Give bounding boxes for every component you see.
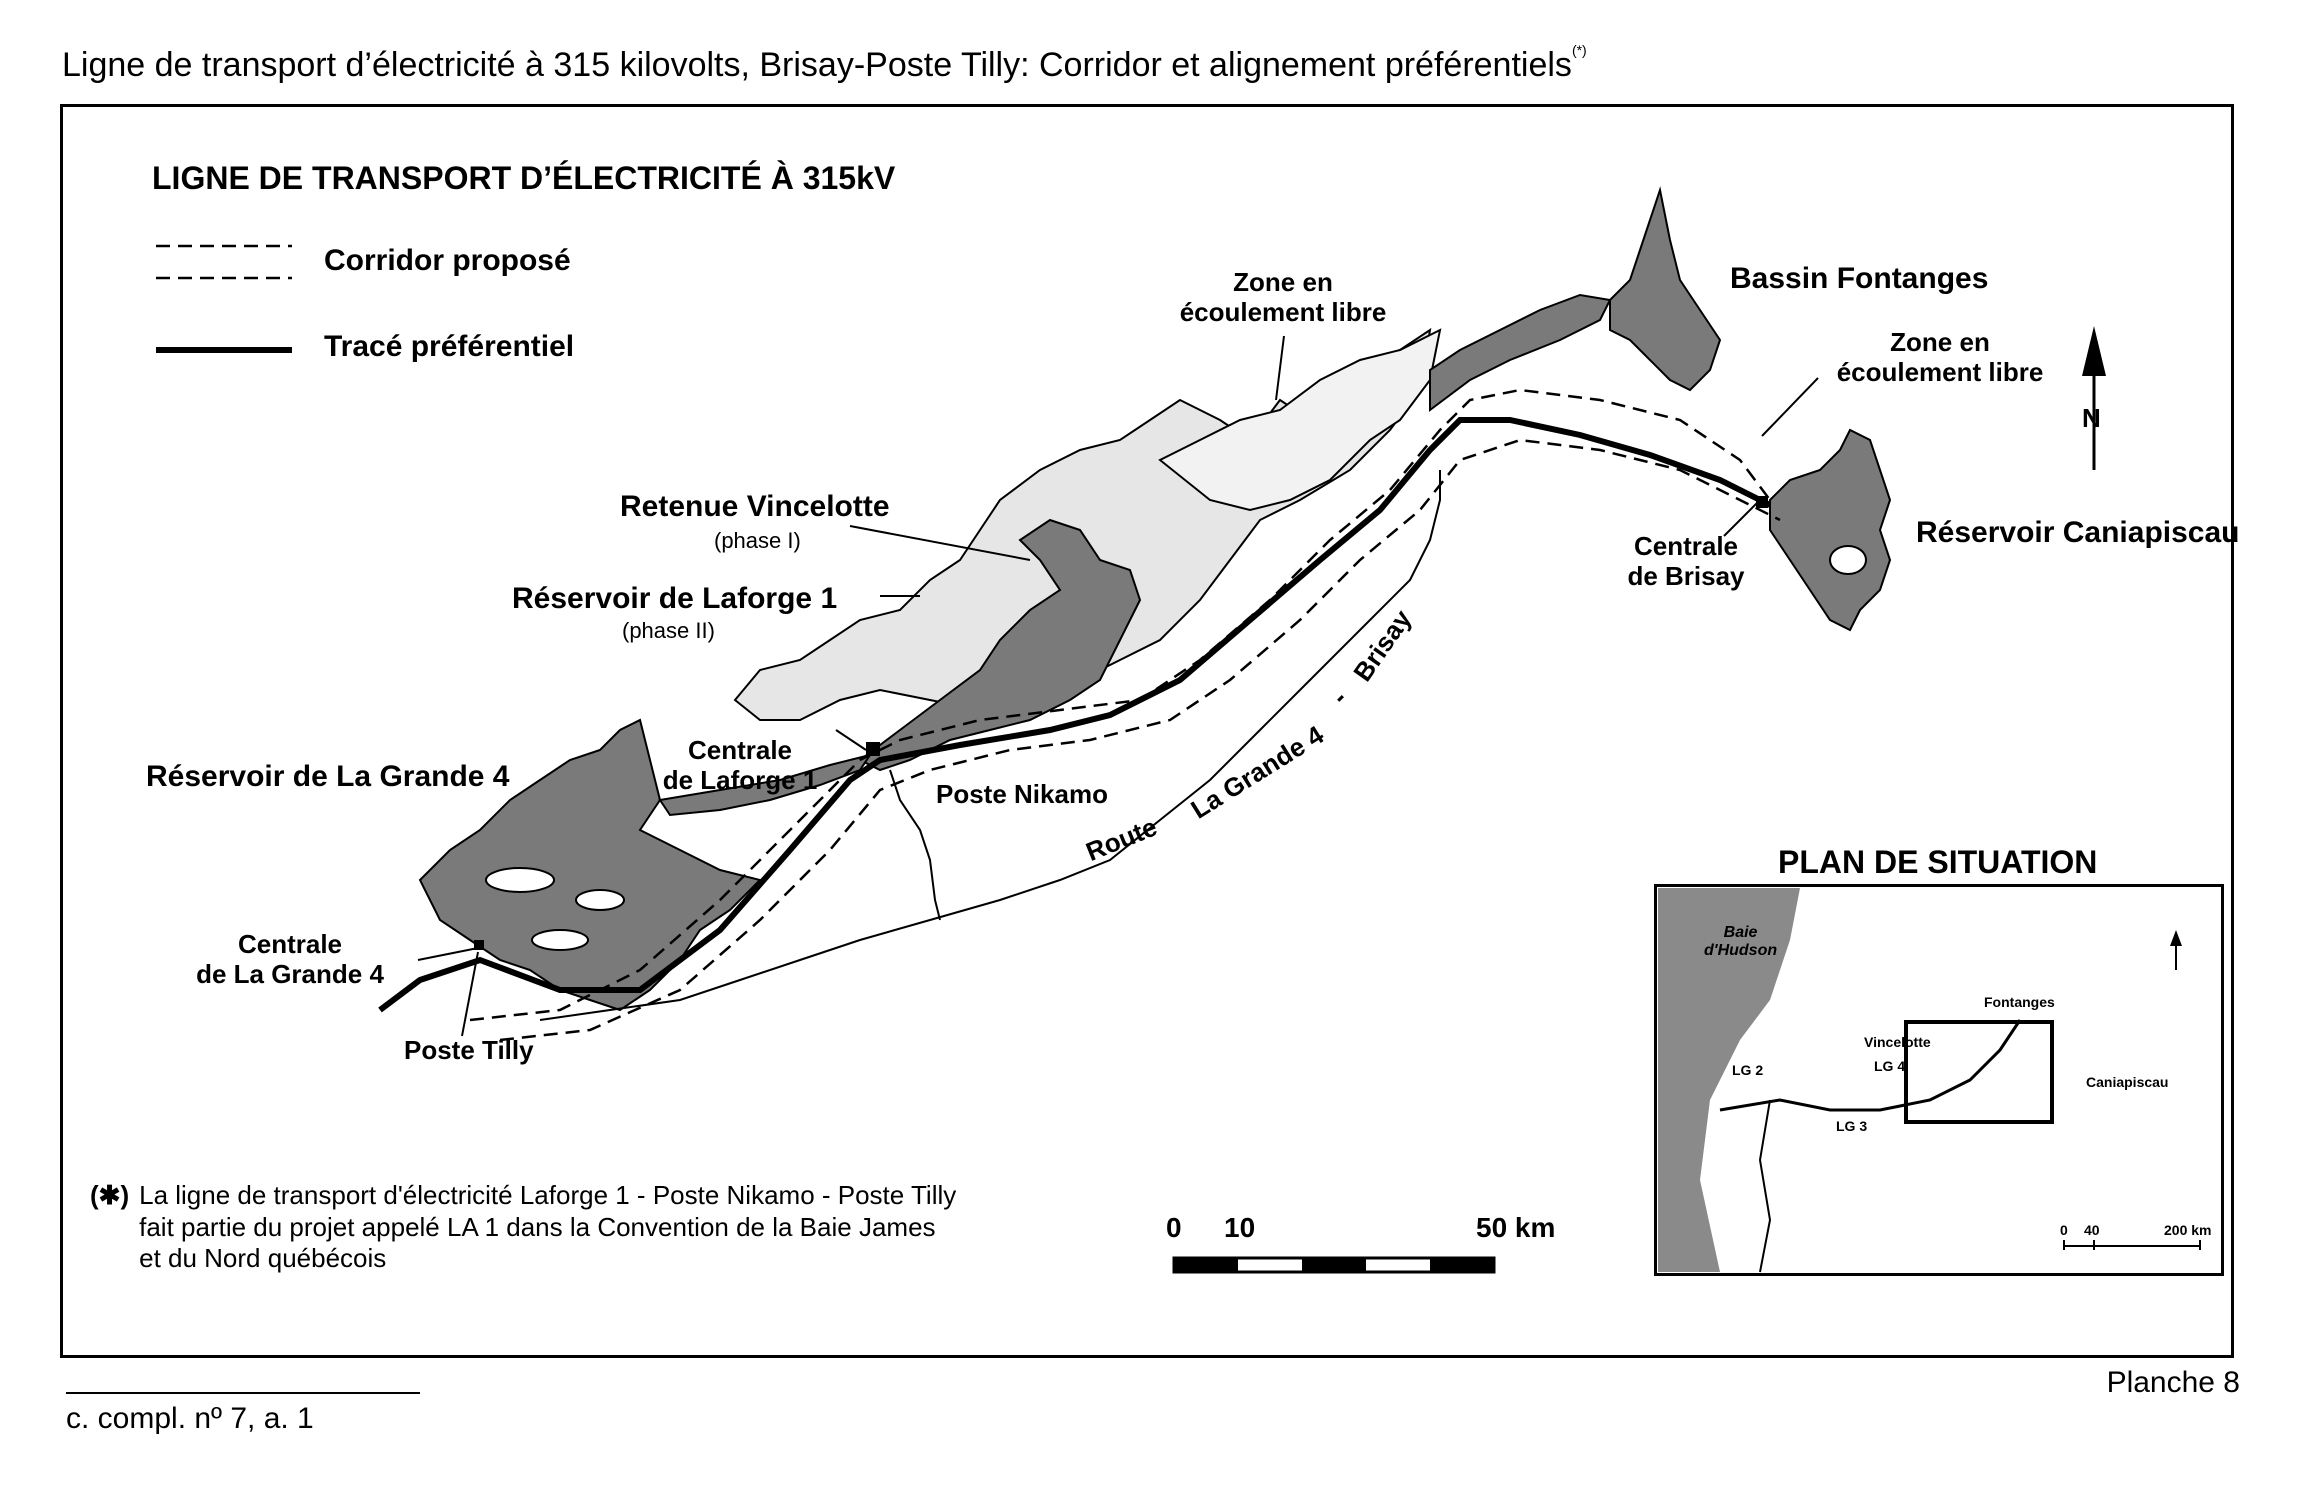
label-reservoir-laforge: Réservoir de Laforge 1 — [512, 582, 838, 615]
route-branch-nikamo — [889, 769, 941, 921]
inset-route — [1758, 1099, 1772, 1273]
label-reservoir-lg4: Réservoir de La Grande 4 — [146, 760, 510, 793]
inset-scale-200: 200 km — [2164, 1222, 2212, 1238]
title-note-mark: (*) — [1571, 42, 1587, 58]
situation-title: PLAN DE SITUATION — [1778, 844, 2098, 880]
route-lg4-brisay — [539, 470, 1441, 1021]
leader-lines — [417, 335, 1819, 1037]
island-lg4-a — [485, 867, 555, 893]
label-poste-nikamo: Poste Nikamo — [936, 779, 1108, 809]
trace-preferentiel — [378, 417, 1772, 1013]
situation-inset-frame — [1654, 884, 2224, 1276]
label-bassin-fontanges: Bassin Fontanges — [1730, 262, 1989, 295]
island-lg4-b — [575, 889, 625, 911]
legend-corridor-label: Corridor proposé — [324, 244, 571, 277]
inset-scale-bar — [2063, 1240, 2201, 1250]
north-symbol-letter: N — [2082, 403, 2101, 433]
map-frame — [60, 104, 2234, 1358]
legend-heading: LIGNE DE TRANSPORT D’ÉLECTRICITÉ À 315kV — [152, 160, 896, 196]
inset-label-fontanges: Fontanges — [1984, 994, 2055, 1010]
footnote: (✱) La ligne de transport d'électricité … — [90, 1180, 956, 1275]
north-arrow — [2082, 326, 2106, 470]
inset-label-vincelotte: Vincelotte — [1864, 1034, 1931, 1050]
planche-number: Planche 8 — [2106, 1366, 2240, 1399]
label-poste-tilly: Poste Tilly — [404, 1035, 534, 1065]
inset-label-caniapiscau: Caniapiscau — [2086, 1074, 2169, 1090]
label-reservoir-caniapiscau: Réservoir Caniapiscau — [1916, 516, 2240, 549]
inset-north-arrow — [2170, 930, 2182, 970]
dark-water-caniapiscau — [1769, 428, 1892, 632]
island-lg4-c — [531, 929, 589, 951]
legend-trace-label: Tracé préférentiel — [324, 330, 575, 363]
footnote-line-3: et du Nord québécois — [139, 1243, 387, 1274]
scale-bar — [1172, 1256, 1496, 1274]
scale-label-50: 50 km — [1476, 1212, 1556, 1243]
inset-study-area — [1904, 1020, 2054, 1124]
inset-baie-hudson — [1658, 888, 1800, 1272]
inset-scale-40: 40 — [2084, 1222, 2100, 1238]
label-retenue-vincelotte: Retenue Vincelotte — [620, 490, 890, 523]
label-phase-1: (phase I) — [714, 528, 801, 553]
scale-label-0: 0 — [1166, 1212, 1182, 1243]
marker-lg4 — [474, 940, 484, 950]
legend-corridor-symbol — [156, 244, 292, 280]
dark-water-laforge — [858, 518, 1142, 772]
reference-divider — [66, 1392, 420, 1394]
page-title: Ligne de transport d’électricité à 315 k… — [62, 42, 1587, 84]
inset-label-lg3: LG 3 — [1836, 1118, 1868, 1134]
inset-scale-0: 0 — [2060, 1222, 2068, 1238]
dark-water-lg4 — [418, 718, 762, 1012]
footnote-mark: (✱) — [90, 1180, 130, 1210]
footnote-line-1: La ligne de transport d'électricité Lafo… — [139, 1180, 957, 1210]
light-water-zone-libre — [1158, 328, 1442, 512]
scale-label-10: 10 — [1224, 1212, 1256, 1243]
marker-laforge — [866, 742, 880, 756]
inset-label-lg2: LG 2 — [1732, 1062, 1764, 1078]
island-caniapiscau — [1829, 545, 1867, 575]
footnote-line-2: fait partie du projet appelé LA 1 dans l… — [139, 1211, 936, 1242]
marker-brisay — [1756, 496, 1768, 508]
label-phase-2: (phase II) — [622, 618, 715, 643]
reference-note: c. compl. nº 7, a. 1 — [66, 1402, 314, 1435]
dark-water-river — [1429, 293, 1612, 412]
dark-water-fontanges — [1609, 186, 1722, 392]
inset-label-lg4: LG 4 — [1874, 1058, 1906, 1074]
